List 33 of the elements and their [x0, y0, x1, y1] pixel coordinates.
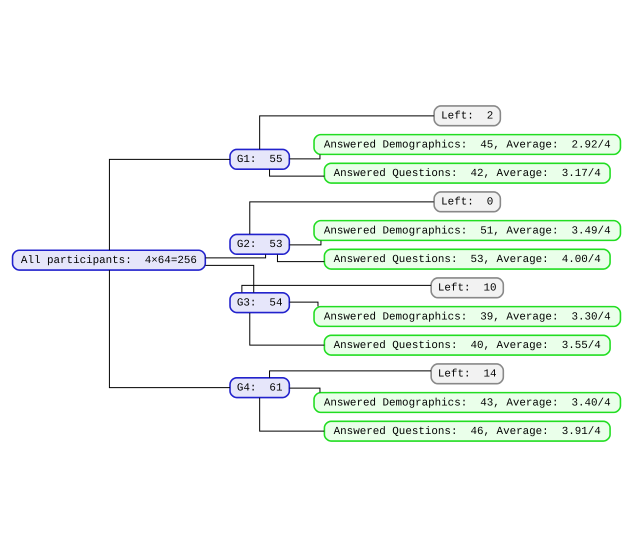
node-box: Answered Demographics: 51, Average: 3.49/4 — [313, 219, 622, 241]
connector — [108, 158, 230, 250]
node-box: Left: 14 — [430, 362, 504, 384]
connector — [205, 264, 254, 292]
node-box: Answered Demographics: 39, Average: 3.30/4 — [313, 305, 622, 327]
connector — [249, 200, 434, 234]
connector — [288, 387, 320, 392]
connector — [204, 254, 266, 258]
node-box: G1: 55 — [229, 148, 290, 170]
connector — [289, 301, 318, 306]
connector — [269, 168, 325, 176]
connector — [259, 396, 325, 432]
node-box: Answered Questions: 42, Average: 3.17/4 — [324, 162, 611, 184]
node-box: G3: 54 — [229, 291, 290, 313]
connector — [241, 284, 432, 292]
connector — [288, 154, 320, 159]
connector — [249, 312, 325, 346]
node-box: Left: 0 — [433, 190, 502, 212]
node-box: G2: 53 — [229, 233, 290, 255]
node-box: Left: 10 — [430, 276, 504, 298]
node-box: Answered Demographics: 45, Average: 2.92/4 — [313, 133, 622, 155]
node-box: Answered Questions: 46, Average: 3.91/4 — [324, 420, 611, 442]
node-box: Left: 2 — [433, 104, 502, 126]
node-box: Answered Questions: 53, Average: 4.00/4 — [324, 248, 611, 270]
connector — [108, 269, 230, 388]
node-box: G4: 61 — [229, 376, 290, 398]
connector — [259, 114, 434, 150]
connector — [289, 240, 322, 245]
connector — [276, 254, 325, 262]
node-box: Answered Demographics: 43, Average: 3.40/4 — [313, 391, 622, 413]
connector — [269, 370, 432, 378]
node-box: Answered Questions: 40, Average: 3.55/4 — [324, 334, 611, 356]
node-box: All participants: 4×64=256 — [12, 248, 206, 270]
